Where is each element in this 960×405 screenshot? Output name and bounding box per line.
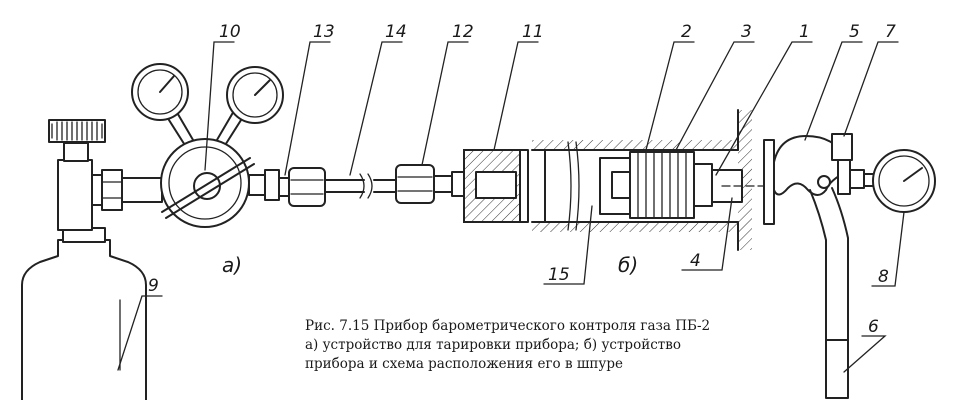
callout-8: 8 [878,267,889,287]
callout-6: 6 [868,317,879,337]
callout-3: 3 [741,22,752,42]
flange-plate [763,139,775,225]
subfigure-label-a: а) [222,253,242,277]
callout-5: 5 [849,22,860,42]
callout-2: 2 [681,22,692,42]
callout-11: 11 [522,22,544,42]
callout-12: 12 [452,22,474,42]
caption-line-3: прибора и схема расположения его в шпуре [305,356,623,372]
borehole-15 [531,109,752,251]
figure-caption: Рис. 7.15 Прибор барометрического контро… [305,317,775,374]
hose-14 [324,173,397,199]
gas-cylinder [21,227,147,401]
gauge-8 [831,133,936,213]
reducer-10 [131,63,284,228]
union-12 [395,164,465,204]
callout-10: 10 [219,22,241,42]
subfigure-label-b: б) [618,253,638,277]
callout-15: 15 [548,265,570,285]
caption-line-2: а) устройство для тарировки прибора; б) … [305,337,681,353]
hook-5 [773,135,849,399]
callout-7: 7 [885,22,896,42]
callout-13: 13 [313,22,335,42]
union-13 [278,167,326,207]
callout-9: 9 [148,276,159,296]
instrument-body [599,151,767,219]
leader-lines [117,41,905,373]
adapter-11 [463,149,529,223]
callout-4: 4 [690,251,701,271]
caption-title: Рис. 7.15 Прибор барометрического контро… [305,318,711,334]
callout-14: 14 [385,22,407,42]
cylinder-valve [48,119,163,231]
callout-1: 1 [799,22,810,42]
